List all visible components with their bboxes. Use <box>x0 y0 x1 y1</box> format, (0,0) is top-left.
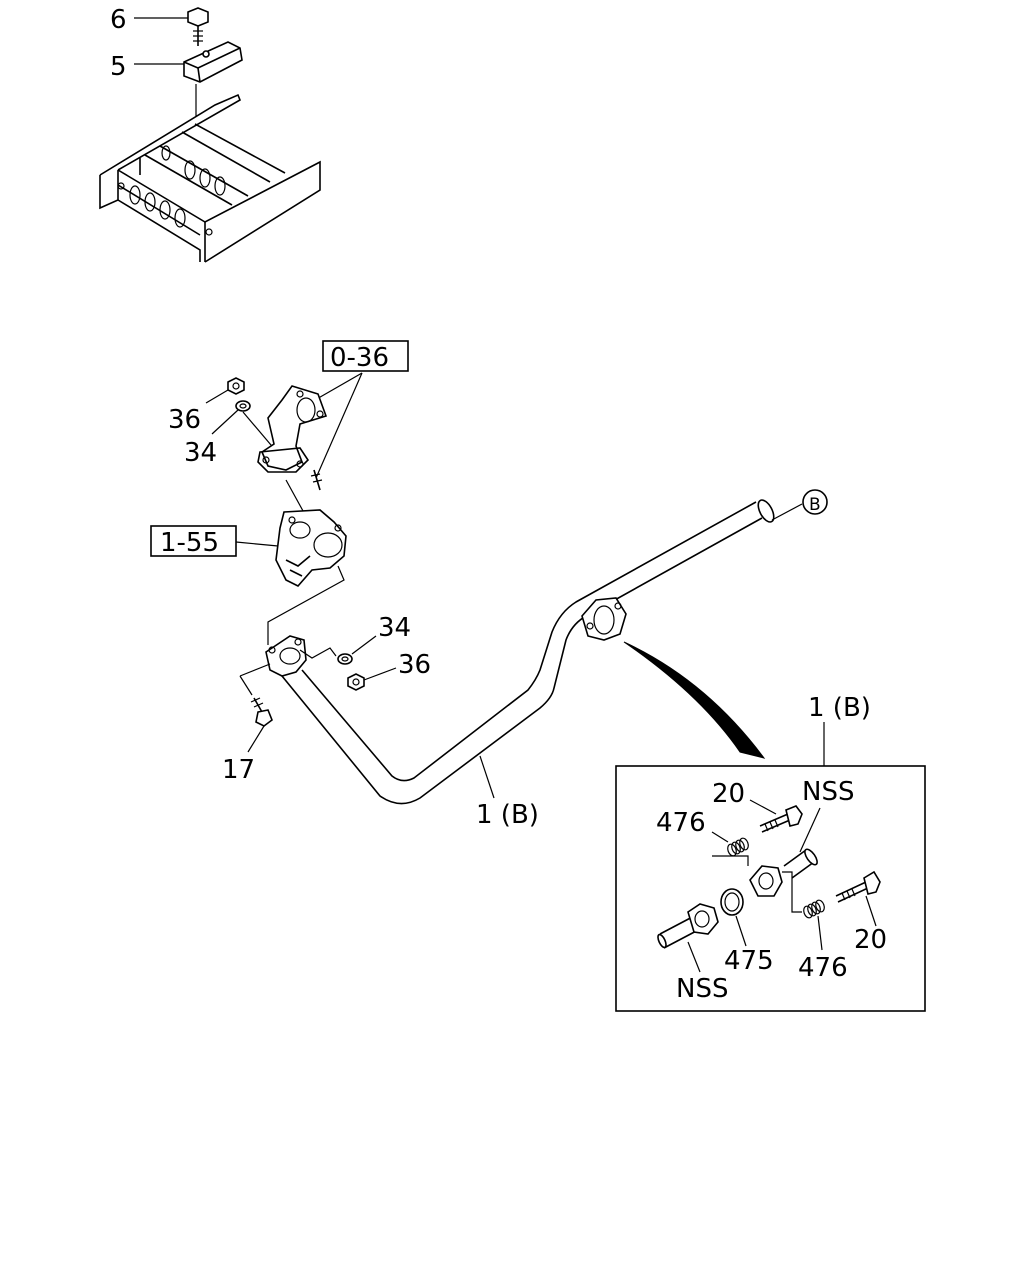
frame-rail <box>99 93 321 263</box>
detail-box <box>615 765 926 1012</box>
stud <box>310 469 323 491</box>
washer-34-lower <box>337 653 353 665</box>
exhaust-elbow <box>257 385 328 473</box>
nut-36-lower <box>347 673 365 691</box>
label-detail-476-lower: 476 <box>798 953 848 983</box>
label-detail-1b: 1 (B) <box>808 693 871 723</box>
washer-34-upper <box>235 400 251 412</box>
label-detail-476-upper: 476 <box>656 808 706 838</box>
nut-36-upper <box>227 377 245 395</box>
label-part-34-upper: 34 <box>184 438 217 468</box>
front-flange <box>265 635 307 677</box>
frame-rail-assembly <box>99 7 321 263</box>
detail-arrow <box>623 641 766 759</box>
label-part-36-upper: 36 <box>168 405 201 435</box>
label-detail-nss-upper: NSS <box>802 777 854 807</box>
label-circle-b: B <box>809 495 821 515</box>
detail-nss-pipe-right <box>783 848 818 879</box>
label-ref-1-55: 1-55 <box>160 528 219 558</box>
label-pipe-1b: 1 (B) <box>476 800 539 830</box>
detail-bolt-20-upper <box>759 805 803 833</box>
label-part-17: 17 <box>222 755 255 785</box>
detail-bolt-20-lower <box>835 870 881 903</box>
label-part-6: 6 <box>110 5 127 35</box>
detail-nss-pipe-left <box>657 903 719 949</box>
label-detail-475: 475 <box>724 946 774 976</box>
exhaust-pipe-1b <box>281 499 775 805</box>
detail-spring-476-upper <box>727 837 749 857</box>
label-detail-nss-lower: NSS <box>676 974 728 1004</box>
detail-flange-right <box>749 865 783 897</box>
bolt-17 <box>250 697 273 727</box>
label-part-34-lower: 34 <box>378 613 411 643</box>
label-detail-20-upper: 20 <box>712 779 745 809</box>
detail-gasket-475 <box>720 888 744 916</box>
label-part-36-lower: 36 <box>398 650 431 680</box>
bracket-5 <box>183 41 243 83</box>
callout-circle-b <box>802 489 828 515</box>
label-detail-20-lower: 20 <box>854 925 887 955</box>
turbocharger <box>275 509 347 587</box>
label-ref-0-36: 0-36 <box>330 343 389 373</box>
label-part-5: 5 <box>110 52 127 82</box>
detail-spring-476-lower <box>803 899 825 919</box>
bolt-6 <box>187 7 209 46</box>
reference-box-0-36 <box>322 340 409 372</box>
reference-box-1-55 <box>150 525 237 557</box>
